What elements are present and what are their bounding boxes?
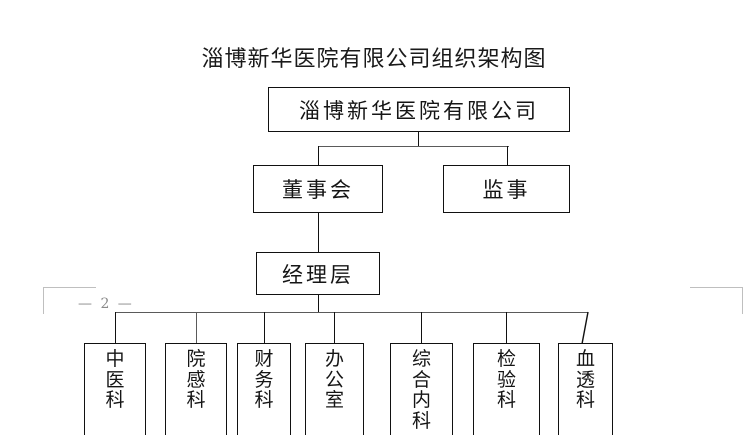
connector-to-dept-7 — [581, 311, 589, 345]
page-title: 淄博新华医院有限公司组织架构图 — [201, 47, 547, 72]
org-node-board-of-directors[interactable]: 董事会 — [253, 165, 383, 213]
connector-company-stem — [418, 132, 420, 146]
dept-char: 科 — [254, 389, 274, 412]
dept-char: 科 — [186, 389, 206, 412]
dept-char: 内 — [411, 389, 431, 412]
org-node-department-hemodialysis[interactable]: 血 透 科 — [558, 343, 613, 435]
dept-char: 室 — [324, 389, 344, 412]
dept-char: 血 — [575, 348, 595, 370]
connector-level2-bus — [318, 146, 509, 148]
dept-char: 检 — [496, 348, 516, 370]
org-node-department-laboratory[interactable]: 检 验 科 — [473, 343, 540, 435]
connector-to-dept-3 — [264, 312, 266, 343]
dept-char: 医 — [105, 368, 125, 391]
dept-char: 科 — [411, 409, 431, 432]
connector-board-to-management — [318, 213, 320, 252]
page-number-marker: — 2 — — [78, 296, 134, 312]
org-node-department-tcm[interactable]: 中 医 科 — [84, 343, 146, 435]
org-node-department-infection-control[interactable]: 院 感 科 — [165, 343, 227, 435]
org-node-department-finance[interactable]: 财 务 科 — [237, 343, 291, 435]
dept-char: 务 — [254, 368, 274, 391]
connector-to-dept-5 — [421, 312, 423, 343]
org-node-department-general-internal-medicine[interactable]: 综 合 内 科 — [390, 343, 453, 435]
connector-management-stem — [318, 295, 320, 312]
org-node-supervisor[interactable]: 监事 — [443, 165, 570, 213]
org-node-department-office[interactable]: 办 公 室 — [305, 343, 364, 435]
dept-char: 财 — [254, 348, 274, 370]
connector-department-bus — [115, 312, 588, 314]
dept-char: 科 — [575, 389, 595, 412]
dept-char: 合 — [411, 368, 431, 391]
dept-char: 中 — [105, 348, 125, 370]
connector-to-board — [318, 146, 320, 165]
org-node-company[interactable]: 淄博新华医院有限公司 — [268, 87, 570, 132]
dept-char: 公 — [324, 368, 344, 391]
dept-char: 科 — [105, 389, 125, 412]
margin-crop-mark-left — [43, 287, 96, 314]
connector-to-dept-4 — [334, 312, 336, 343]
connector-to-supervisor — [507, 146, 509, 165]
dept-char: 感 — [186, 368, 206, 391]
dept-char: 综 — [411, 348, 431, 370]
connector-to-dept-1 — [115, 312, 117, 343]
dept-char: 验 — [496, 368, 516, 391]
margin-crop-mark-right — [690, 287, 743, 314]
dept-char: 透 — [575, 368, 595, 391]
dept-char: 科 — [496, 389, 516, 412]
dept-char: 院 — [186, 348, 206, 370]
org-node-management[interactable]: 经理层 — [256, 252, 380, 295]
connector-to-dept-2 — [196, 312, 198, 343]
dept-char: 办 — [324, 348, 344, 370]
connector-to-dept-6 — [506, 312, 508, 343]
